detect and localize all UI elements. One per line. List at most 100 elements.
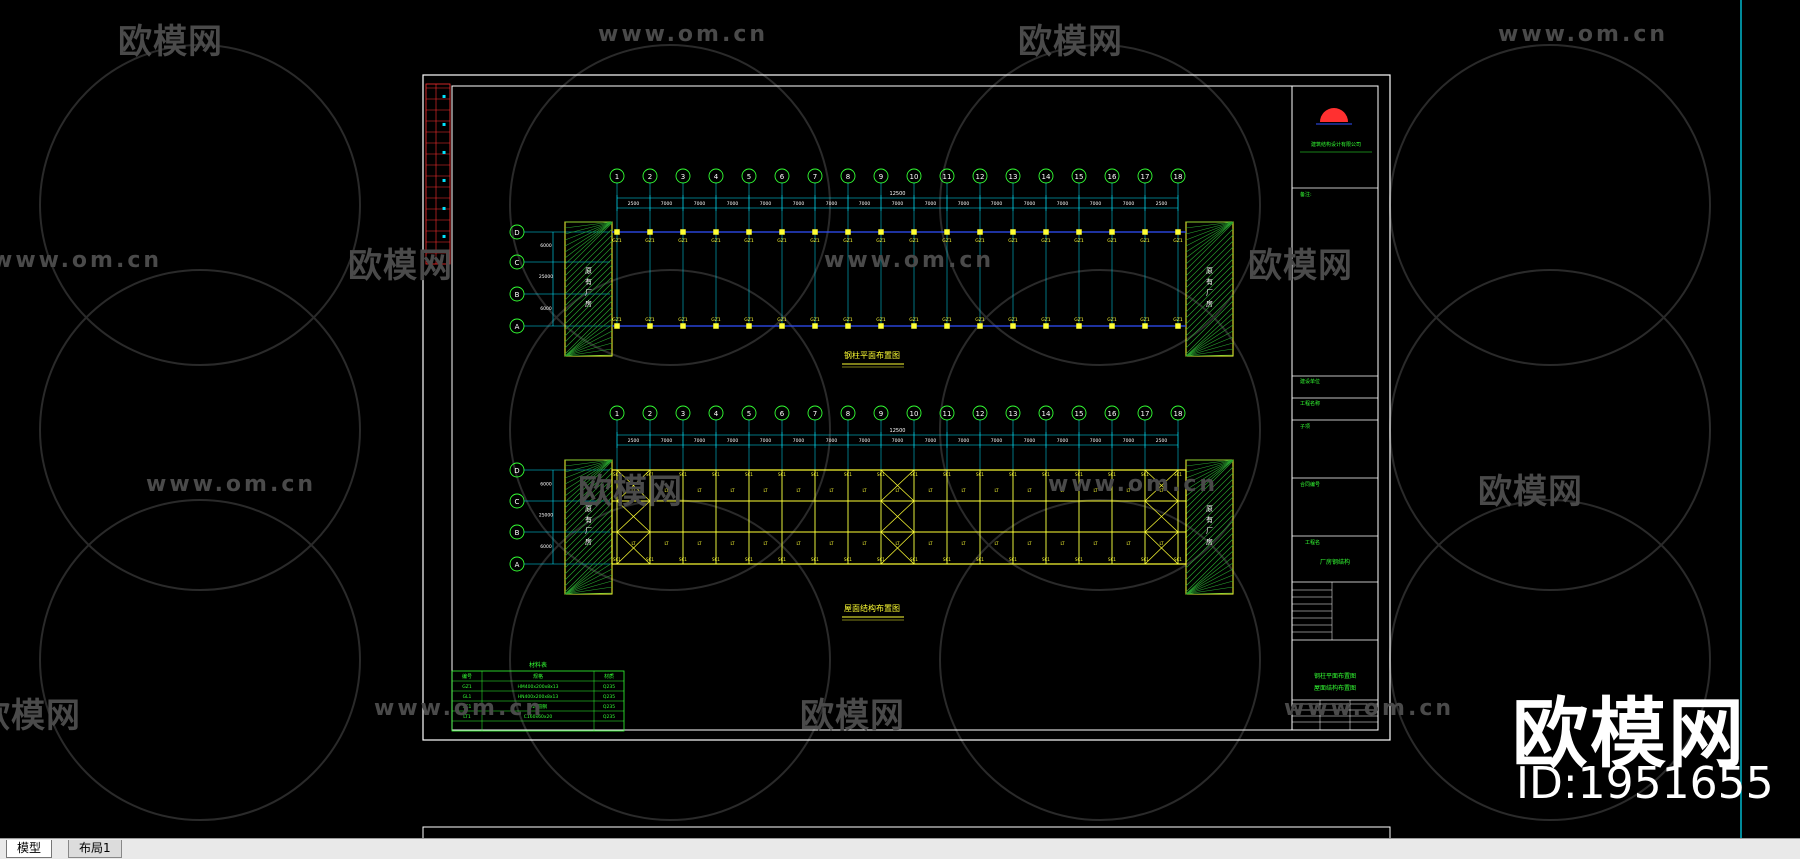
roof-brace — [1144, 531, 1179, 565]
hatch-line — [1185, 318, 1234, 357]
hatch-line — [564, 459, 613, 503]
axis-number: 8 — [846, 173, 850, 181]
dimension-text: 7000 — [1057, 438, 1069, 444]
axis-letter: C — [515, 259, 520, 267]
column-tag: GZ1 — [876, 317, 886, 323]
titleblock-label: 子项 — [1300, 423, 1310, 430]
dimension-text: 2500 — [628, 438, 640, 444]
hatch-line — [564, 282, 613, 331]
material-table-cell: HN400x200x8x13 — [518, 694, 559, 700]
plan-title: 屋面结构布置图 — [844, 603, 900, 613]
axis-number: 18 — [1174, 410, 1183, 418]
dimension-text: 7000 — [793, 201, 805, 207]
dimension-text: 25000 — [539, 513, 553, 519]
axis-number: 4 — [714, 410, 719, 418]
column-tag: GZ1 — [843, 238, 853, 244]
hatch-line — [1185, 354, 1234, 357]
beam-tag: SC1 — [1108, 557, 1116, 562]
material-table-cell: GL1 — [463, 694, 472, 700]
tab-model[interactable]: 模型 — [6, 840, 53, 858]
axis-number: 17 — [1141, 410, 1150, 418]
watermark-brand: 欧模网 — [578, 472, 683, 512]
axis-number: 11 — [943, 173, 952, 181]
axis-number: 2 — [648, 173, 652, 181]
axis-number: 13 — [1009, 410, 1018, 418]
hatch-line — [564, 234, 613, 283]
purlin-tag: LT — [697, 488, 702, 493]
hatch-line — [1185, 550, 1234, 595]
watermark-brand: 欧模网 — [800, 696, 905, 736]
hatch-line — [1185, 592, 1234, 595]
hatch-line — [564, 221, 613, 265]
steel-column — [1076, 323, 1082, 329]
column-tag: GZ1 — [942, 238, 952, 244]
purlin-tag: LT — [631, 488, 636, 493]
hatch-line — [564, 460, 613, 509]
beam-tag: SC1 — [646, 472, 654, 477]
existing-building-label: 有 — [585, 277, 592, 286]
hatch-line — [1185, 496, 1234, 545]
watermark-url: www.om.cn — [598, 22, 769, 47]
purlin-tag: LT — [730, 541, 735, 546]
existing-building-label: 有 — [585, 515, 592, 524]
hatch-line — [1185, 264, 1234, 313]
titleblock-label: 建设单位 — [1300, 378, 1320, 385]
material-table-cell: LT1 — [463, 714, 471, 720]
dimension-text: 7000 — [859, 201, 871, 207]
existing-building-label: 厂 — [585, 289, 592, 297]
dimension-text: 7000 — [793, 438, 805, 444]
binding-strip-mark: ▪ — [442, 149, 446, 156]
hatch-line — [1185, 484, 1234, 533]
purlin-tag: LT — [895, 541, 900, 546]
titleblock-frame — [1291, 85, 1379, 731]
hatch-line — [1185, 240, 1234, 289]
existing-building-label: 房 — [585, 299, 592, 308]
watermark-url: www.om.cn — [146, 472, 317, 497]
dimension-text: 25000 — [539, 274, 553, 280]
purlin-tag: LT — [994, 488, 999, 493]
company-logo-icon — [1320, 108, 1348, 122]
column-tag: GZ1 — [711, 317, 721, 323]
steel-column — [779, 229, 785, 235]
existing-building-label: 原 — [585, 505, 592, 513]
material-table-header: 材质 — [604, 673, 614, 680]
hatch-line — [564, 324, 613, 357]
purlin-tag: LT — [928, 541, 933, 546]
hatch-line — [1185, 532, 1234, 581]
purlin-tag: LT — [763, 541, 768, 546]
hatch-line — [1185, 472, 1234, 521]
material-table-title: 材料表 — [529, 661, 547, 669]
column-tag: GZ1 — [678, 238, 688, 244]
hatch-line — [1185, 330, 1234, 357]
dimension-text: 2500 — [628, 201, 640, 207]
hatch-line — [564, 228, 613, 277]
column-tag: GZ1 — [975, 317, 985, 323]
tab-layout-1[interactable]: 布局1 — [68, 840, 122, 858]
hatch-line — [1185, 222, 1234, 271]
axis-number: 7 — [813, 410, 817, 418]
hatch-line — [564, 294, 613, 343]
beam-tag: SC1 — [844, 472, 852, 477]
watermark-url: www.om.cn — [1498, 22, 1669, 47]
steel-column — [680, 323, 686, 329]
titleblock-sheet-title: 钢柱平面布置图 — [1314, 672, 1356, 680]
dimension-text: 6000 — [540, 544, 552, 550]
axis-number: 16 — [1108, 173, 1117, 181]
beam-tag: SC1 — [877, 472, 885, 477]
hatch-line — [564, 222, 613, 271]
hatch-line — [564, 496, 613, 545]
beam-tag: SC1 — [1075, 472, 1083, 477]
hatch-line — [1185, 514, 1234, 563]
dimension-text: 7000 — [958, 438, 970, 444]
steel-column — [1043, 323, 1049, 329]
watermark-brand: 欧模网 — [118, 22, 223, 62]
axis-letter: D — [514, 467, 519, 475]
hatch-line — [1185, 234, 1234, 283]
column-tag: GZ1 — [1074, 317, 1084, 323]
column-tag: GZ1 — [777, 238, 787, 244]
layout-tab-bar: 模型 布局1 — [0, 838, 1800, 859]
axis-number: 17 — [1141, 173, 1150, 181]
drawing-canvas[interactable]: ▪▪▪▪▪▪建筑结构设计有限公司备注:建设单位工程名称子项合同编号工程名厂房钢结… — [0, 0, 1800, 838]
column-tag: GZ1 — [1008, 317, 1018, 323]
hatch-line — [1185, 478, 1234, 527]
